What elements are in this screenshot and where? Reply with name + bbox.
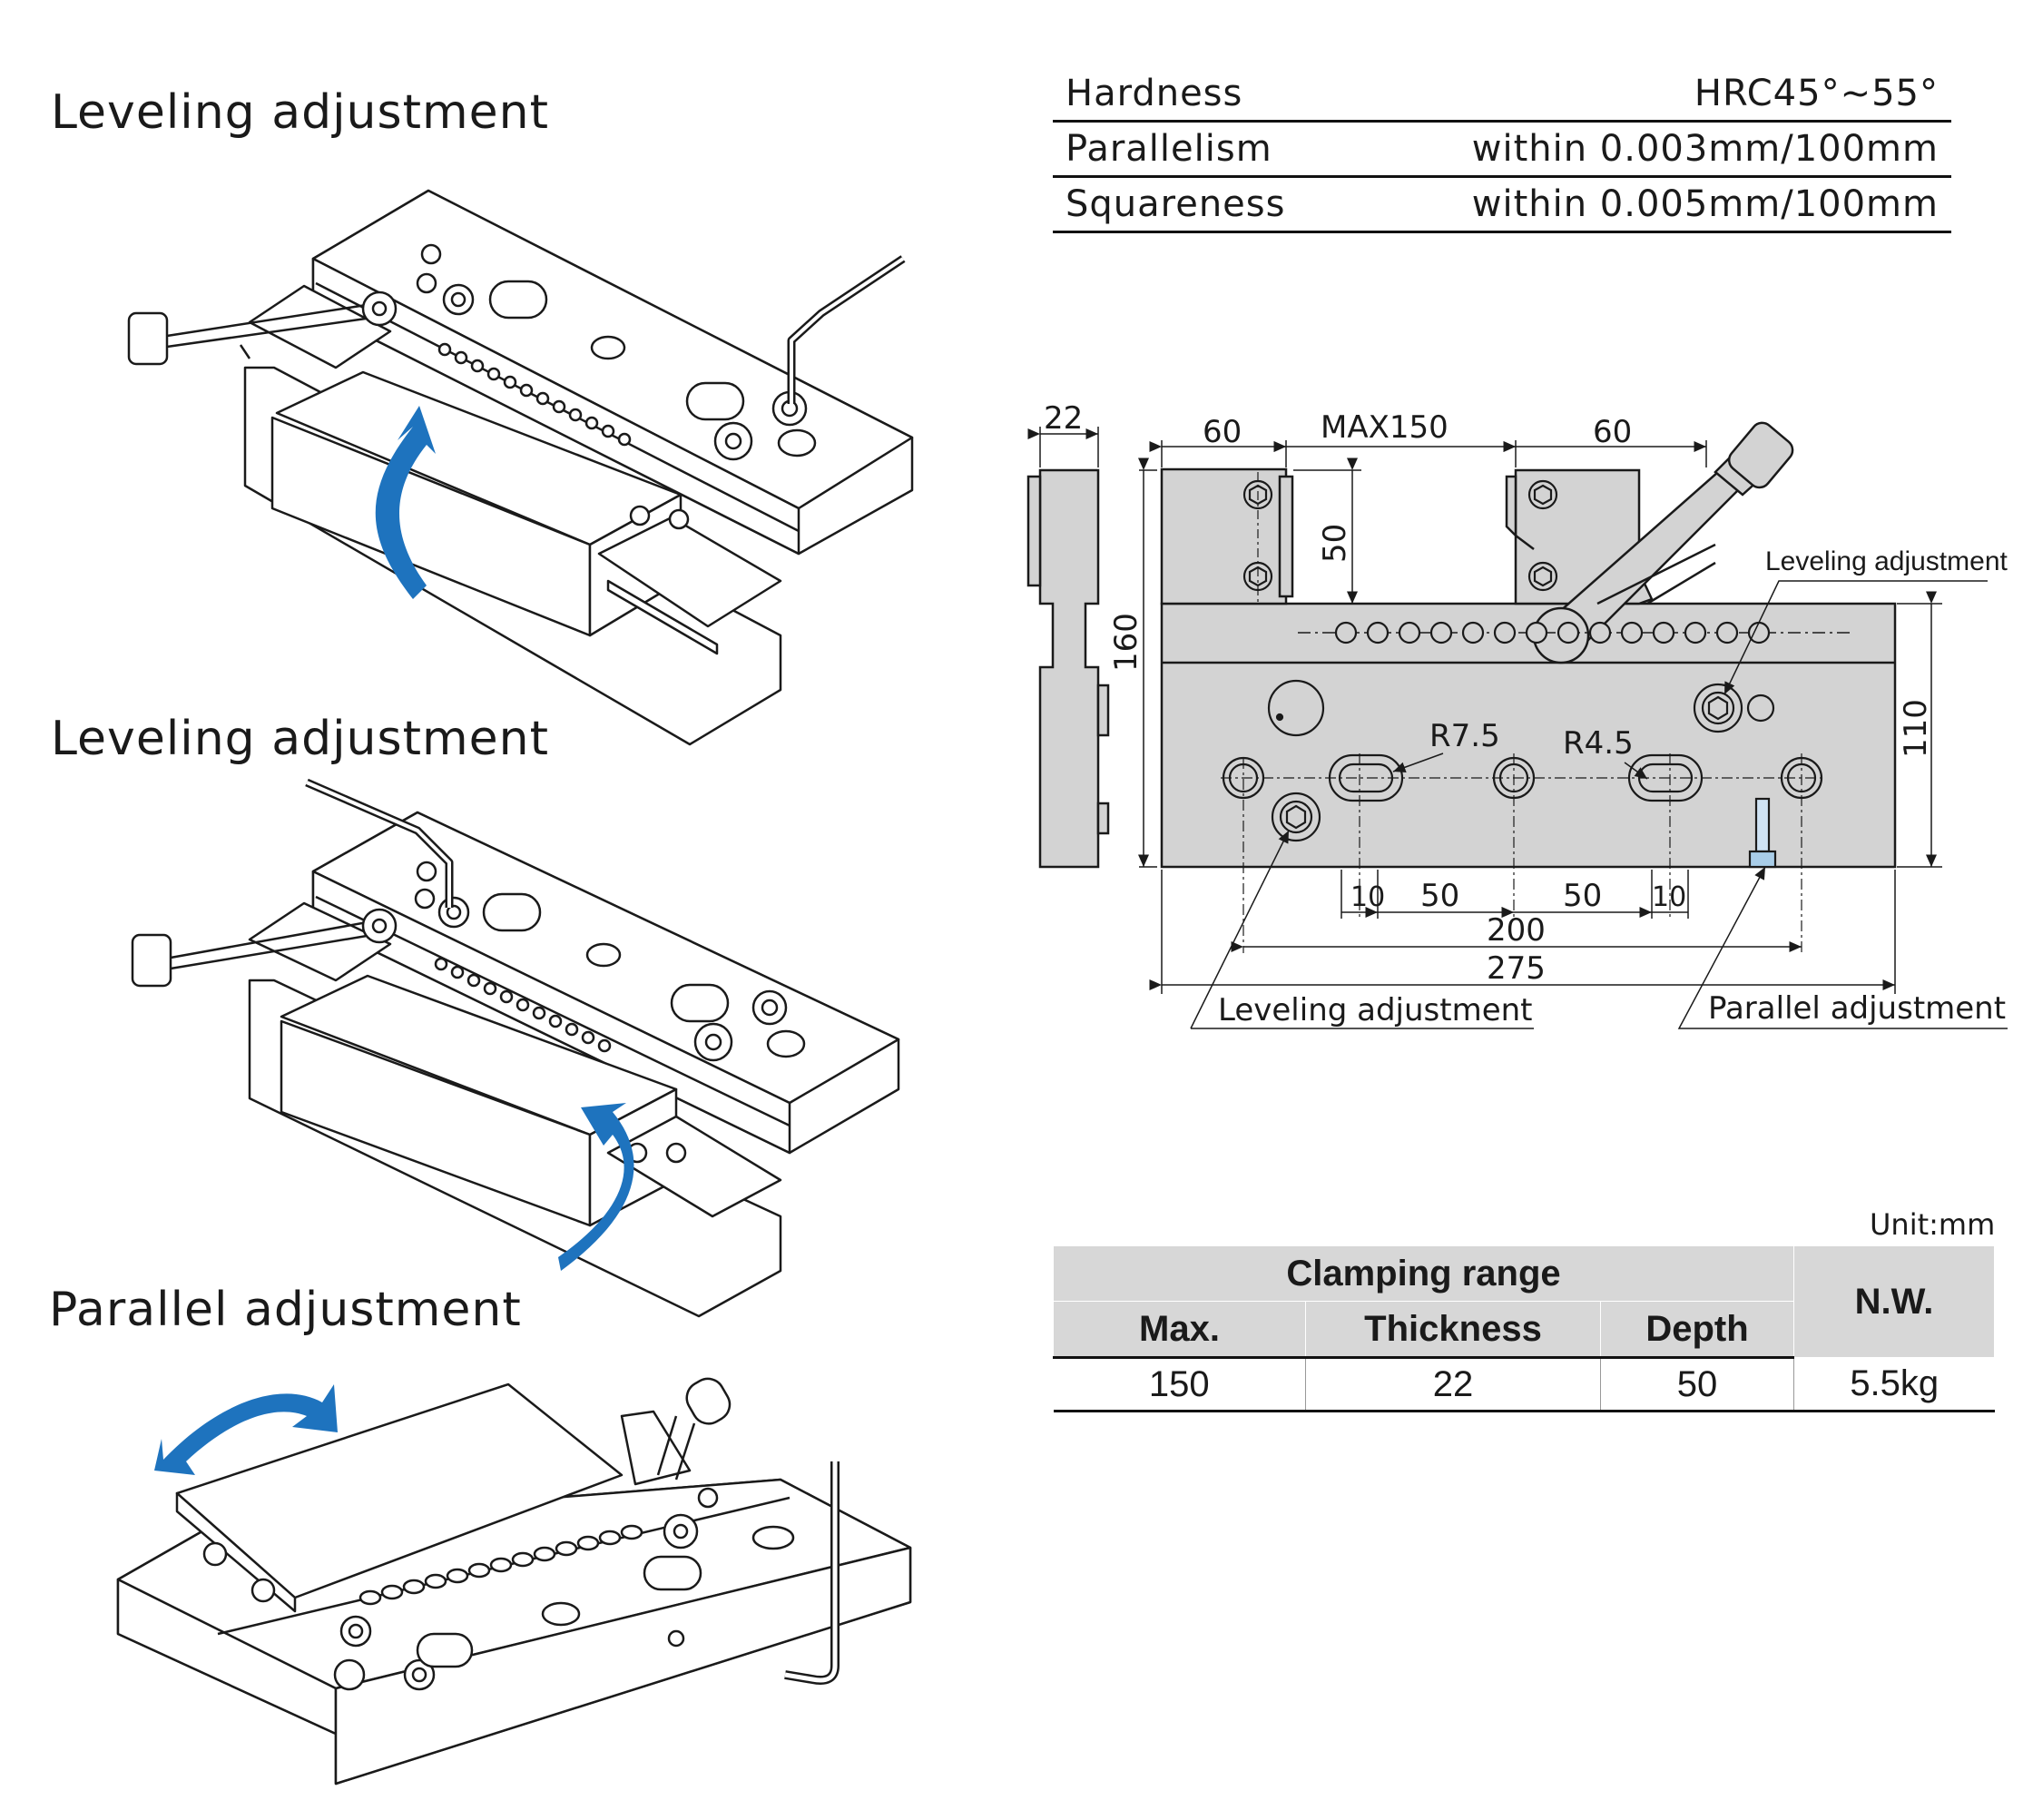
- dim-max-opening: MAX150: [1321, 409, 1449, 446]
- dim-left-jaw: 60: [1203, 414, 1242, 450]
- nw-header: N.W.: [1793, 1245, 1995, 1358]
- rotate-arrow-icon: [375, 406, 436, 599]
- dim-gap-a: 50: [1420, 878, 1459, 914]
- table-row: 150 22 50 5.5kg: [1053, 1357, 1995, 1412]
- dim-right-jaw: 60: [1593, 414, 1632, 450]
- spec-label: Squareness: [1066, 183, 1286, 225]
- spec-row-squareness: Squareness within 0.005mm/100mm: [1053, 178, 1951, 233]
- dim-jaw-height: 50: [1317, 524, 1353, 563]
- leveling-heading-1: Leveling adjustment: [51, 85, 549, 140]
- table-cell: 150: [1053, 1357, 1306, 1412]
- column-header: Max.: [1053, 1301, 1306, 1359]
- spec-label: Hardness: [1066, 73, 1243, 114]
- dim-side-width: 22: [1044, 400, 1083, 437]
- dim-slot-b: 10: [1652, 881, 1686, 913]
- column-header: Depth: [1600, 1301, 1794, 1359]
- dim-total-length: 275: [1487, 950, 1546, 987]
- unit-label: Unit:mm: [1870, 1207, 1996, 1242]
- dim-r-small: R4.5: [1563, 725, 1634, 762]
- group-header: Clamping range: [1053, 1245, 1794, 1302]
- column-header: Thickness: [1305, 1301, 1601, 1359]
- dim-total-height: 160: [1108, 613, 1144, 672]
- table-header-row-1: Clamping range N.W.: [1053, 1245, 1995, 1358]
- table-cell: 50: [1600, 1357, 1794, 1412]
- dim-hole-span: 200: [1487, 912, 1546, 949]
- hole-row: [1334, 621, 1771, 644]
- spec-label: Parallelism: [1066, 128, 1272, 170]
- dim-r-large: R7.5: [1429, 718, 1500, 754]
- callout-leveling-top: Leveling adjustment: [1765, 546, 2008, 576]
- leveling-heading-2: Leveling adjustment: [51, 712, 549, 766]
- spec-row-parallelism: Parallelism within 0.003mm/100mm: [1053, 123, 1951, 178]
- spec-value: HRC45°~55°: [1694, 73, 1939, 114]
- clamping-table: Clamping range N.W. Max. Thickness Depth…: [1053, 1245, 1995, 1412]
- parallel-heading: Parallel adjustment: [49, 1283, 522, 1337]
- callout-leveling-bottom: Leveling adjustment: [1218, 992, 1533, 1028]
- spec-value: within 0.003mm/100mm: [1471, 128, 1939, 170]
- dim-gap-b: 50: [1563, 878, 1602, 914]
- front-view: [1160, 421, 1897, 869]
- spec-table: Hardness HRC45°~55° Parallelism within 0…: [1053, 67, 1951, 233]
- vise-illustration-leveling-2: [131, 778, 900, 1318]
- dim-slot-a: 10: [1350, 881, 1385, 913]
- dim-body-height: 110: [1898, 699, 1934, 758]
- side-view: [1026, 468, 1110, 869]
- technical-drawing: 22 60 MAX150 60 50 160 110 R7.5 R4.5 10 …: [1026, 400, 2008, 1029]
- spec-value: within 0.005mm/100mm: [1471, 183, 1939, 225]
- table-cell: 22: [1305, 1357, 1601, 1412]
- table-header-row-2: Max. Thickness Depth: [1053, 1301, 1995, 1359]
- rotate-arrow-icon: [558, 1103, 634, 1271]
- vise-illustration-leveling-1: [127, 189, 914, 746]
- rotate-arrow-icon: [154, 1384, 338, 1475]
- callout-parallel: Parallel adjustment: [1708, 990, 2006, 1027]
- vise-illustration-parallel: [116, 1377, 912, 1786]
- spec-row-hardness: Hardness HRC45°~55°: [1053, 67, 1951, 123]
- table-cell: 5.5kg: [1793, 1357, 1995, 1412]
